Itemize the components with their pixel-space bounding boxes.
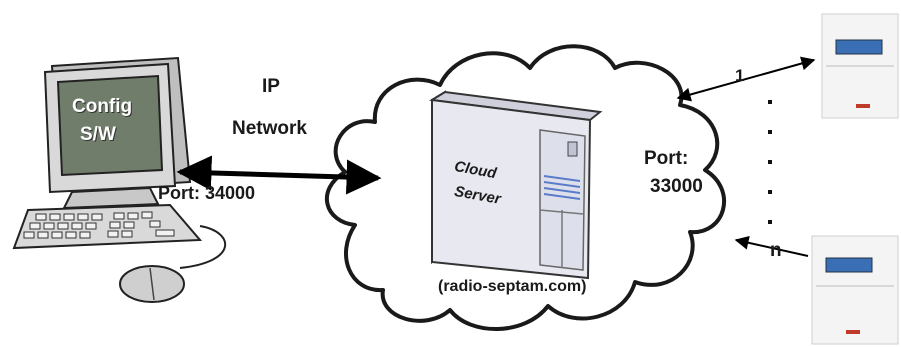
left-port-label: Port: 34000 <box>158 183 256 203</box>
device-n-display <box>825 257 873 273</box>
device-n-brand-mark <box>846 330 860 334</box>
device-1 <box>821 13 899 119</box>
ip-network-line1: IP <box>262 76 280 97</box>
monitor-base <box>62 186 160 210</box>
cloud-server <box>429 90 603 280</box>
device-first-label: 1 <box>735 66 745 85</box>
mouse-divider <box>149 267 155 301</box>
computer-cloud-arrow <box>176 155 382 195</box>
server-vents <box>543 175 581 200</box>
arrow-device-1 <box>676 56 816 102</box>
arrow-device-n <box>734 235 809 257</box>
keyboard-keys <box>23 211 175 239</box>
device-n <box>811 235 899 345</box>
server-door-top <box>539 209 584 215</box>
computer <box>12 56 226 303</box>
server-drive <box>567 141 578 157</box>
device-1-brand-mark <box>856 104 870 108</box>
mouse-cable <box>179 225 226 269</box>
device-last-label: n <box>770 240 782 261</box>
right-port-line2: 33000 <box>650 176 703 197</box>
ip-network-line2: Network <box>232 118 307 139</box>
server-url: (radio-septam.com) <box>438 278 587 295</box>
keyboard <box>12 203 203 250</box>
config-sw-line2: S/W <box>80 124 116 145</box>
device-1-display <box>835 39 883 55</box>
server-panel <box>539 129 586 271</box>
right-port-line1: Port: <box>644 148 689 169</box>
monitor-screen <box>56 74 164 177</box>
device-ellipsis-dots <box>768 100 772 224</box>
config-sw-line1: Config <box>72 96 133 117</box>
